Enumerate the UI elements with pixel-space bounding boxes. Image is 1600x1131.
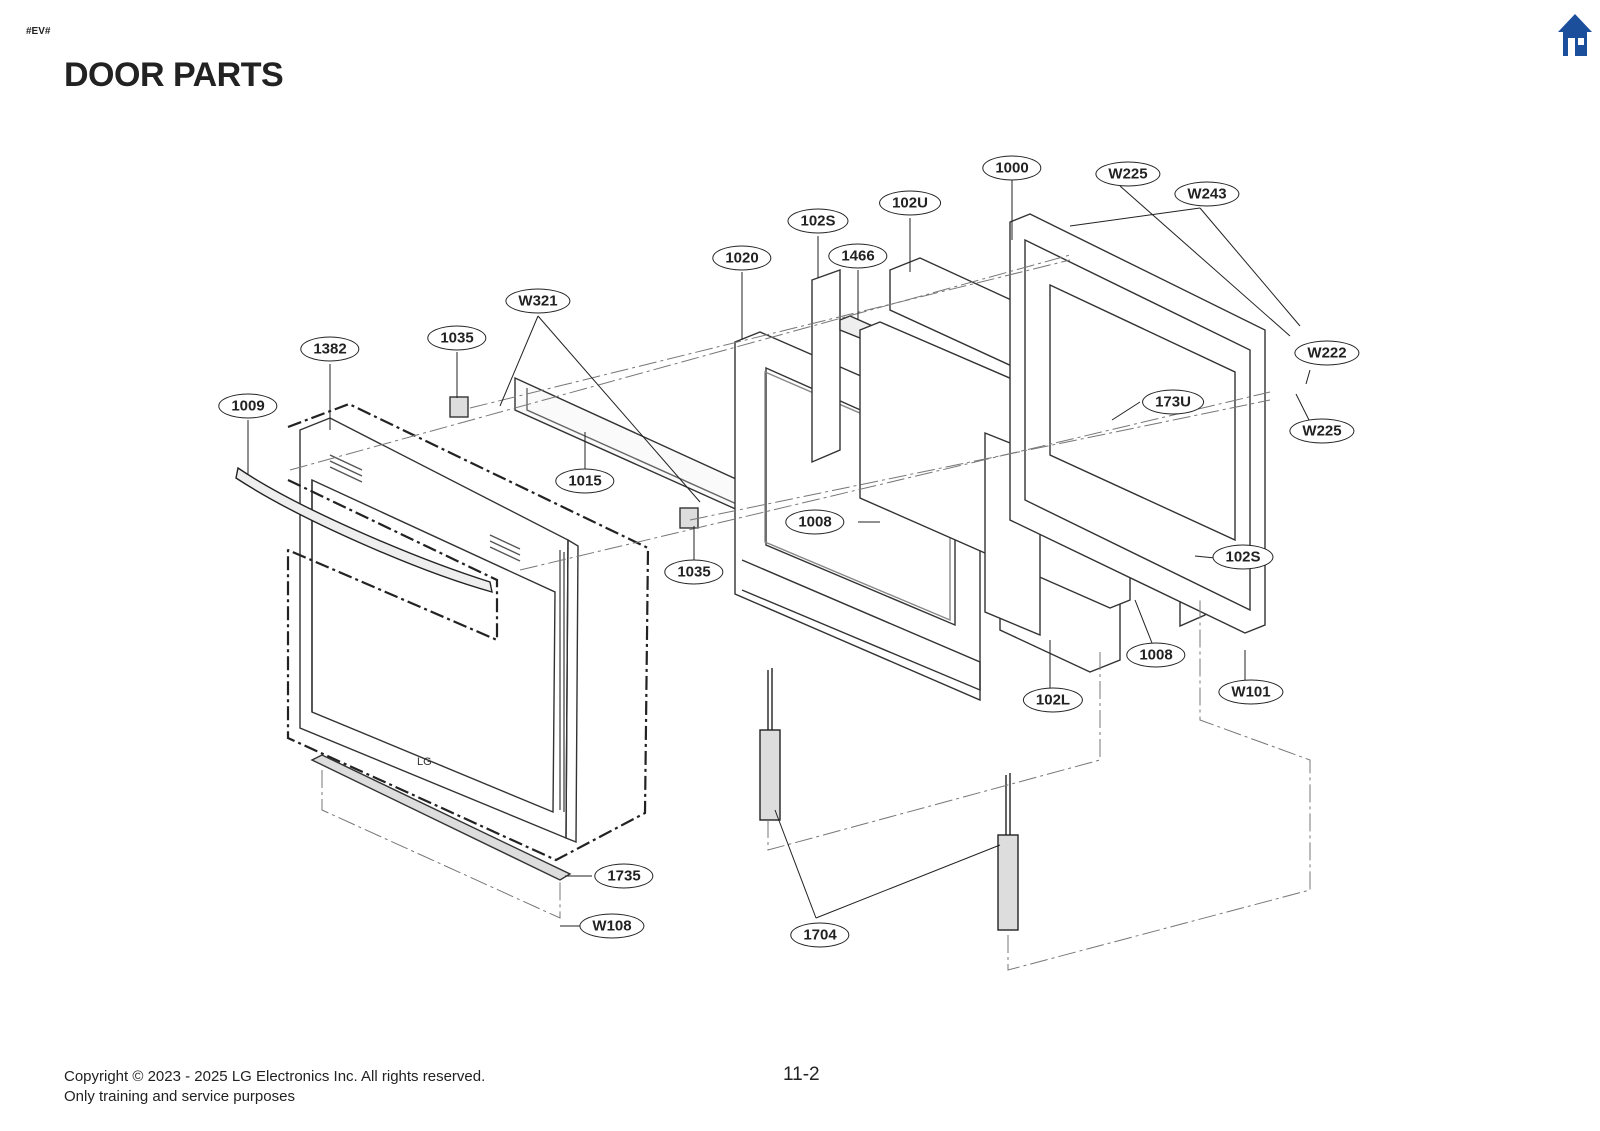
svg-text:LG: LG (417, 756, 432, 768)
home-icon[interactable] (1556, 12, 1594, 58)
callout-w225-bottom: W225 (1289, 418, 1355, 444)
callout-102s-left: 102S (787, 208, 849, 234)
callout-1704: 1704 (790, 922, 850, 948)
callout-102l: 102L (1022, 687, 1084, 713)
callout-w108: W108 (579, 913, 645, 939)
callout-w222: W222 (1294, 340, 1360, 366)
callout-102u: 102U (879, 190, 941, 216)
callout-w243: W243 (1174, 181, 1240, 207)
callout-w101: W101 (1218, 679, 1284, 705)
callout-1035-bottom: 1035 (664, 559, 724, 585)
callout-1008-front: 1008 (785, 509, 845, 535)
copyright-line-2: Only training and service purposes (64, 1088, 295, 1105)
callout-173u: 173U (1142, 389, 1204, 415)
page-number: 11-2 (783, 1064, 820, 1085)
document-marker: #EV# (26, 26, 51, 37)
callout-1009: 1009 (218, 393, 278, 419)
callout-1000: 1000 (982, 155, 1042, 181)
outer-door-panel: LG (299, 417, 579, 844)
callout-1035-top: 1035 (427, 325, 487, 351)
callout-1382: 1382 (300, 336, 360, 362)
page-title: DOOR PARTS (64, 56, 284, 94)
callout-w225-top: W225 (1095, 161, 1161, 187)
callout-1008-back: 1008 (1126, 642, 1186, 668)
callout-1015: 1015 (555, 468, 615, 494)
copyright-line-1: Copyright © 2023 - 2025 LG Electronics I… (64, 1068, 486, 1085)
callout-1466: 1466 (828, 243, 888, 269)
copyright-notice: Copyright © 2023 - 2025 LG Electronics I… (64, 1067, 485, 1107)
callout-w321: W321 (505, 288, 571, 314)
callout-1020: 1020 (712, 245, 772, 271)
callout-1735: 1735 (594, 863, 654, 889)
callout-102s-right: 102S (1212, 544, 1274, 570)
